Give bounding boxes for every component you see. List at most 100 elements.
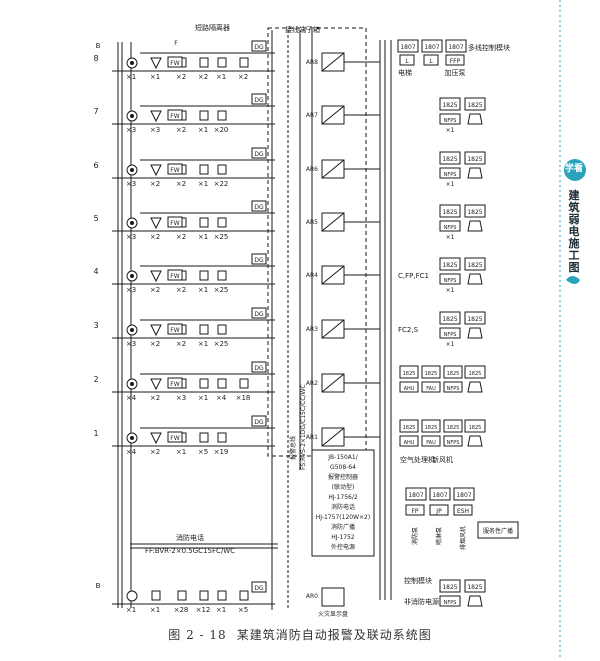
ar-label: AR0 xyxy=(306,593,318,600)
module-icon xyxy=(217,590,227,601)
module-1807-label: 1807 xyxy=(432,492,447,499)
ar-label: AR8 xyxy=(306,59,318,66)
module-1807 xyxy=(421,39,443,53)
module-NFPS-label: NFPS xyxy=(444,332,457,338)
vertical-label-2: FS:RVS-2×1DG/C15C/CC/WC xyxy=(300,384,307,470)
fw-box xyxy=(167,377,183,389)
module-1825-label: 1825 xyxy=(442,209,457,216)
device-count: ×3 xyxy=(126,286,136,294)
control-panel-box xyxy=(311,449,375,557)
module-NFPS-label: NFPS xyxy=(444,118,457,124)
module-icon xyxy=(239,57,249,68)
multi-module-label: 多线控制模块 xyxy=(468,43,510,52)
device-count: ×2 xyxy=(150,340,160,348)
dg-box xyxy=(251,40,267,52)
sidebar-tag-2: 建筑弱电施工图 xyxy=(568,189,580,274)
device-count: ×25 xyxy=(214,233,229,241)
smoke-detector-core xyxy=(130,274,134,278)
speaker-icon xyxy=(467,381,483,393)
caption-number: 图 2 - 18 xyxy=(168,628,227,642)
module-1807-label: 1807 xyxy=(456,492,471,499)
dg-box xyxy=(251,361,267,373)
module-icon xyxy=(217,270,227,281)
smoke-detector-core xyxy=(130,328,134,332)
device-count: ×2 xyxy=(176,180,186,188)
speaker-icon xyxy=(467,167,483,179)
module-1807 xyxy=(445,39,467,53)
speaker-icon xyxy=(467,273,483,285)
module-1807-label: 1807 xyxy=(400,44,415,51)
device-count: ×22 xyxy=(214,180,229,188)
smoke-detector-core xyxy=(130,168,134,172)
dg-box xyxy=(251,200,267,212)
phone-title: 消防电话 xyxy=(176,533,204,542)
module-icon xyxy=(199,217,209,228)
ar-label: AR6 xyxy=(306,166,318,173)
module-icon xyxy=(217,164,227,175)
module-1825 xyxy=(464,204,486,218)
letter-b: B xyxy=(96,582,101,590)
module-1825-label: 1825 xyxy=(442,316,457,323)
dg-label: DG xyxy=(254,97,264,104)
module-1825-label: 1825 xyxy=(425,425,438,431)
fire-display-label: 火灾显示盘 xyxy=(318,610,348,618)
book-sidebar xyxy=(548,0,600,657)
ar-label: AR7 xyxy=(306,112,318,119)
device-count: ×2 xyxy=(176,126,186,134)
module-1825 xyxy=(439,151,461,165)
module-icon xyxy=(217,432,227,443)
module-AHU xyxy=(399,435,419,447)
module-1825 xyxy=(439,257,461,271)
device-count: ×1 xyxy=(216,606,226,614)
floor-label: 8 xyxy=(93,54,98,63)
heat-detector-icon xyxy=(150,378,162,391)
fw-label: FW xyxy=(170,113,179,120)
device-count: ×2 xyxy=(238,73,248,81)
dg-box xyxy=(251,147,267,159)
dg-label: DG xyxy=(254,419,264,426)
module-icon xyxy=(217,217,227,228)
module-FAU xyxy=(421,435,441,447)
module-1825 xyxy=(439,311,461,325)
dg-box xyxy=(251,415,267,427)
panel-line: HJ-1757(120W×2) xyxy=(316,514,370,521)
module-NFPS xyxy=(439,327,461,339)
module-icon xyxy=(199,110,209,121)
module-count: ×1 xyxy=(446,127,455,134)
module-icon xyxy=(199,590,209,601)
module-NFPS xyxy=(443,381,463,393)
module-1825 xyxy=(439,97,461,111)
device-count: ×1 xyxy=(150,606,160,614)
module-1825 xyxy=(464,311,486,325)
device-count: ×5 xyxy=(198,448,208,456)
device-count: ×1 xyxy=(198,126,208,134)
device-count: ×1 xyxy=(198,394,208,402)
module-1825 xyxy=(421,419,441,433)
sidebar-tag-1: 学看 xyxy=(564,164,583,174)
module-1825-label: 1825 xyxy=(469,425,482,431)
dg-box xyxy=(251,581,267,593)
dg-label: DG xyxy=(254,257,264,264)
module-1807-label: 1807 xyxy=(408,492,423,499)
module-1825 xyxy=(443,365,463,379)
device-count: ×20 xyxy=(214,126,229,134)
module-JP-label: JP xyxy=(435,508,442,515)
module-icon xyxy=(217,57,227,68)
module-1825-label: 1825 xyxy=(467,102,482,109)
floor-label: 4 xyxy=(93,267,98,276)
module-1825-label: 1825 xyxy=(447,425,460,431)
pressurize-label: 加压泵 xyxy=(445,68,466,77)
fw-label: FW xyxy=(170,220,179,227)
dg-box xyxy=(251,253,267,265)
ar-label: AR1 xyxy=(306,434,318,441)
fw-label: FW xyxy=(170,327,179,334)
smoke-detector-core xyxy=(130,221,134,225)
module-icon xyxy=(199,378,209,389)
vertical-label-1: 报警总线 xyxy=(289,436,297,460)
smoke-detector-icon xyxy=(126,590,138,602)
dg-label: DG xyxy=(254,585,264,592)
device-count: ×1 xyxy=(198,180,208,188)
service-broadcast-box xyxy=(477,521,519,539)
